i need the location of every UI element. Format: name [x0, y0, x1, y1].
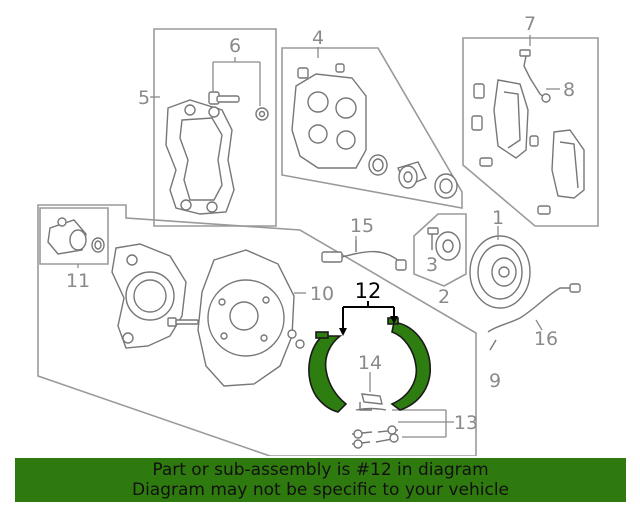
callout-9: 9 — [489, 370, 501, 392]
leader-6 — [212, 57, 261, 106]
hub-assembly — [435, 231, 461, 261]
panel-brake-pads — [462, 37, 599, 227]
backing-plate — [197, 249, 295, 387]
adjuster — [359, 393, 383, 411]
callout-10: 10 — [310, 283, 334, 305]
wheel-cylinder — [47, 217, 87, 255]
notice-line-1: Part or sub-assembly is #12 in diagram — [152, 460, 489, 480]
leader-16 — [535, 319, 543, 331]
callout-7: 7 — [524, 13, 536, 35]
callout-14: 14 — [358, 352, 382, 374]
brake-rotor — [469, 235, 531, 309]
leader-12-arrow-left — [339, 328, 347, 336]
panel-caliper — [281, 47, 463, 209]
parking-brake-cable — [487, 283, 581, 351]
callout-6: 6 — [229, 35, 241, 57]
callout-5: 5 — [138, 87, 150, 109]
caliper-bracket — [165, 99, 235, 215]
panel-wheel-cylinder — [39, 207, 109, 265]
brake-pad-inner — [493, 79, 529, 159]
wheel-cylinder-seal — [91, 237, 105, 253]
parts-diagram: 1 2 3 4 5 6 7 8 9 10 11 12 13 14 15 16 — [37, 13, 599, 456]
notice-line-2: Diagram may not be specific to your vehi… — [131, 480, 509, 500]
pad-sensor — [519, 49, 551, 103]
caliper-bolt-cap — [255, 107, 269, 121]
callout-15: 15 — [350, 215, 374, 237]
callout-16: 16 — [534, 328, 558, 350]
caliper-seal — [368, 154, 388, 176]
brake-caliper — [291, 63, 367, 169]
parking-brake-shoe-left — [308, 331, 348, 413]
leader-12-arrow-right — [390, 316, 398, 324]
caliper-piston — [397, 161, 427, 189]
callout-3: 3 — [426, 254, 438, 276]
steering-knuckle — [111, 243, 187, 349]
panel-caliper-bracket — [153, 28, 277, 227]
callout-4: 4 — [312, 27, 324, 49]
notice-banner: Part or sub-assembly is #12 in diagram D… — [15, 458, 626, 502]
piston-boot — [434, 173, 458, 199]
brake-pad-outer — [551, 129, 585, 199]
wheel-stud — [427, 227, 439, 250]
leader-13 — [392, 409, 454, 438]
brake-hose — [321, 240, 407, 271]
callout-8: 8 — [563, 79, 575, 101]
knuckle-bolt — [167, 317, 199, 327]
callout-1: 1 — [492, 207, 504, 229]
panel-hub — [413, 213, 467, 287]
callout-13: 13 — [454, 412, 478, 434]
parking-brake-shoe-right — [387, 317, 431, 411]
shoe-hardware — [351, 407, 399, 449]
callout-12: 12 — [355, 279, 382, 303]
panel-backing-assembly — [37, 204, 477, 456]
callout-2: 2 — [438, 286, 450, 308]
callout-11: 11 — [66, 270, 90, 292]
pad-clips — [471, 83, 551, 215]
caliper-bolt — [208, 91, 240, 105]
backing-plate-fasteners — [287, 329, 305, 349]
leader-12 — [342, 301, 395, 334]
